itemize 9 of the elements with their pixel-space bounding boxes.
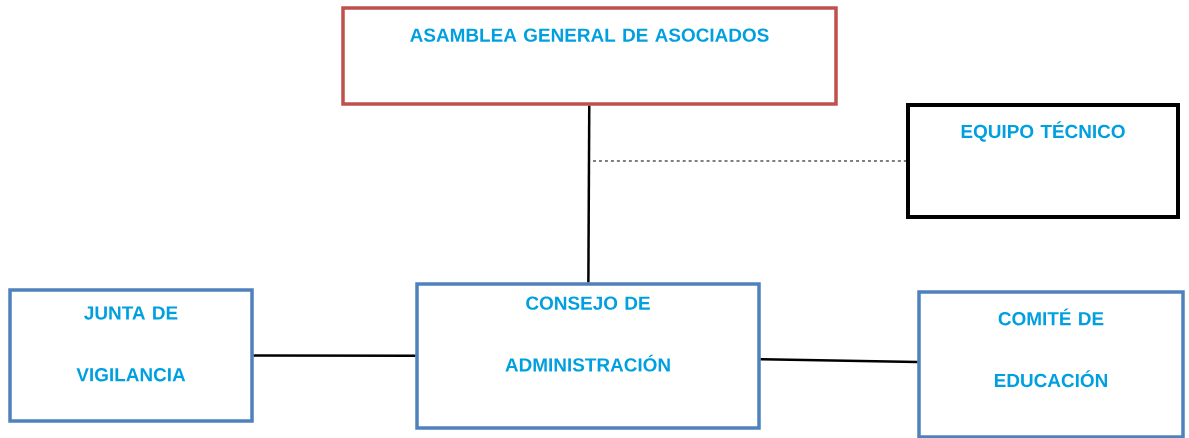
connector-line	[587, 105, 591, 283]
org-box: EQUIPO TÉCNICO	[906, 103, 1180, 219]
connector-line	[760, 357, 918, 364]
org-box: ASAMBLEA GENERAL DE ASOCIADOS	[341, 6, 838, 106]
connector-line	[592, 160, 907, 162]
connector-line	[253, 354, 416, 358]
org-box: CONSEJO DE ADMINISTRACIÓN	[415, 282, 761, 430]
org-box: JUNTA DE VIGILANCIA	[8, 288, 254, 423]
org-box: COMITÉ DE EDUCACIÓN	[917, 290, 1185, 438]
